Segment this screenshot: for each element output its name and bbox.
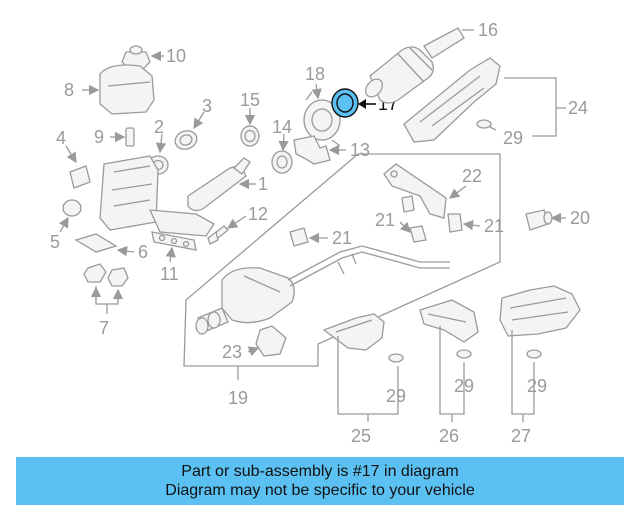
- part-29-gasket-top: 29: [476, 119, 523, 148]
- callout-24: 23: [222, 342, 242, 362]
- callout-27: 26: [439, 426, 459, 446]
- part-17-gasket: 17: [331, 88, 398, 118]
- part-25-heat-shield: 24: [403, 57, 588, 143]
- part-28-shield-group: 29 27: [499, 285, 581, 446]
- part-4-clip: 4: [56, 128, 91, 189]
- callout-21a: 21: [375, 210, 395, 230]
- callout-12: 12: [248, 204, 268, 224]
- subassembly-19-box: 19: [183, 153, 501, 408]
- callout-13: 13: [350, 140, 370, 160]
- callout-3: 3: [202, 96, 212, 116]
- part-7-nuts: 7: [83, 263, 129, 338]
- callout-18: 18: [305, 64, 325, 84]
- callout-19: 19: [228, 388, 248, 408]
- callout-6: 6: [138, 242, 148, 262]
- part-24-bracket: 23: [222, 325, 287, 362]
- part-3-gasket: 3: [174, 96, 212, 150]
- part-27-shield-group: 29 26: [419, 299, 479, 446]
- part-5-grommet: 5: [50, 199, 82, 252]
- part-6-plate: 6: [74, 233, 148, 262]
- callout-26: 25: [351, 426, 371, 446]
- exhaust-parts-diagram: 10 8 9 3 2 4 5: [50, 20, 590, 446]
- part-21-hangers: 21 21: [375, 195, 504, 243]
- part-15-gasket: 15: [240, 90, 260, 147]
- callout-28: 27: [511, 426, 531, 446]
- callout-29b: 29: [386, 386, 406, 406]
- callout-11: 11: [160, 264, 179, 284]
- callout-29a: 29: [503, 128, 523, 148]
- part-info-banner: Part or sub-assembly is #17 in diagram D…: [16, 457, 624, 505]
- callout-7: 7: [99, 318, 109, 338]
- callout-25: 24: [568, 98, 588, 118]
- part-18-flange: 18: [303, 64, 341, 147]
- callout-21b: 21: [484, 216, 504, 236]
- part-12-bolt: 12: [207, 204, 268, 245]
- part-8-shield: 8: [64, 64, 155, 115]
- callout-4: 4: [56, 128, 66, 148]
- banner-line-part: Part or sub-assembly is #17 in diagram: [181, 463, 459, 480]
- part-1-pipe: 1: [187, 157, 268, 212]
- banner-line-disclaimer: Diagram may not be specific to your vehi…: [165, 482, 475, 499]
- part-20-connector: 20: [525, 208, 590, 231]
- part-23-bracket: 22: [383, 163, 482, 219]
- callout-23: 22: [462, 166, 482, 186]
- callout-9: 9: [94, 127, 104, 147]
- callout-20: 20: [570, 208, 590, 228]
- callout-5: 5: [50, 232, 60, 252]
- part-muffler: [195, 245, 450, 335]
- callout-14: 14: [272, 117, 292, 137]
- callout-2: 2: [154, 117, 164, 137]
- callout-29c: 29: [454, 376, 474, 396]
- part-14-clamp: 14: [271, 117, 293, 174]
- part-9-stud: 9: [94, 127, 135, 147]
- callout-29d: 29: [527, 376, 547, 396]
- callout-22: 21: [332, 228, 352, 248]
- part-22-mount: 21: [289, 227, 352, 248]
- part-13-clamp: 13: [293, 135, 370, 165]
- callout-15: 15: [240, 90, 260, 110]
- callout-1: 1: [258, 174, 268, 194]
- part-26-shield-group: 29 25: [322, 313, 406, 446]
- part-catalytic-converter: [99, 155, 215, 237]
- callout-16: 16: [478, 20, 498, 40]
- callout-10: 10: [166, 46, 186, 66]
- part-16-front-pipe: 16: [364, 20, 498, 104]
- part-11-flange: 11: [151, 231, 197, 284]
- callout-8: 8: [64, 80, 74, 100]
